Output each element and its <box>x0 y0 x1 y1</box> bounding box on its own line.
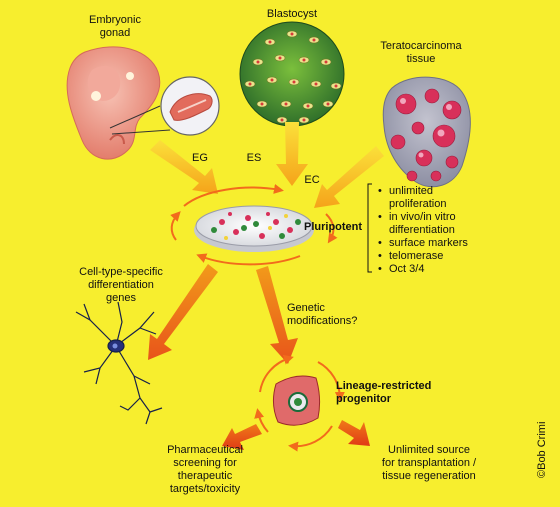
label-es: ES <box>246 152 262 164</box>
properties-bracket <box>367 183 372 273</box>
arrow-eg <box>150 140 218 194</box>
blastocyst-illustration <box>239 21 345 127</box>
label-eg: EG <box>192 152 208 164</box>
credit-text: ©Bob Crimi <box>536 421 548 478</box>
label-teratocarcinoma: Teratocarcinoma tissue <box>380 40 462 65</box>
arrow-to-progenitor <box>256 266 298 364</box>
label-pluripotent: Pluripotent <box>304 221 363 233</box>
arrow-to-transplantation <box>338 420 370 446</box>
label-embryonic-gonad: Embryonic gonad <box>89 14 141 39</box>
arrow-to-neuron <box>148 264 218 360</box>
property-item: Oct 3/4 <box>378 263 468 276</box>
property-item: unlimited proliferation <box>378 185 468 211</box>
pluripotent-cycle <box>170 184 338 266</box>
property-item: in vivo/in vitro differentiation <box>378 211 468 237</box>
petri-dish <box>194 205 314 252</box>
teratocarcinoma-illustration <box>382 76 471 188</box>
label-ec: EC <box>304 174 320 186</box>
embryonic-gonad-illustration <box>66 46 220 160</box>
label-blastocyst: Blastocyst <box>266 8 318 20</box>
progenitor-cell <box>272 375 321 426</box>
label-transplantation: Unlimited source for transplantation / t… <box>381 444 477 482</box>
progenitor-cycle <box>254 354 345 452</box>
arrow-ec <box>314 146 384 208</box>
property-item: surface markers <box>378 237 468 250</box>
pluripotent-properties-list: unlimited proliferation in vivo/in vitro… <box>378 185 468 276</box>
label-genetic-modifications: Genetic modifications? <box>287 302 358 327</box>
label-differentiation-genes: Cell-type-specific differentiation genes <box>79 266 163 304</box>
property-item: telomerase <box>378 250 468 263</box>
label-progenitor: Lineage-restricted progenitor <box>336 380 432 405</box>
label-screening: Pharmaceutical screening for therapeutic… <box>167 444 243 495</box>
arrow-es <box>276 122 308 186</box>
arrow-to-screening <box>222 424 262 450</box>
neuron-illustration <box>75 301 163 425</box>
